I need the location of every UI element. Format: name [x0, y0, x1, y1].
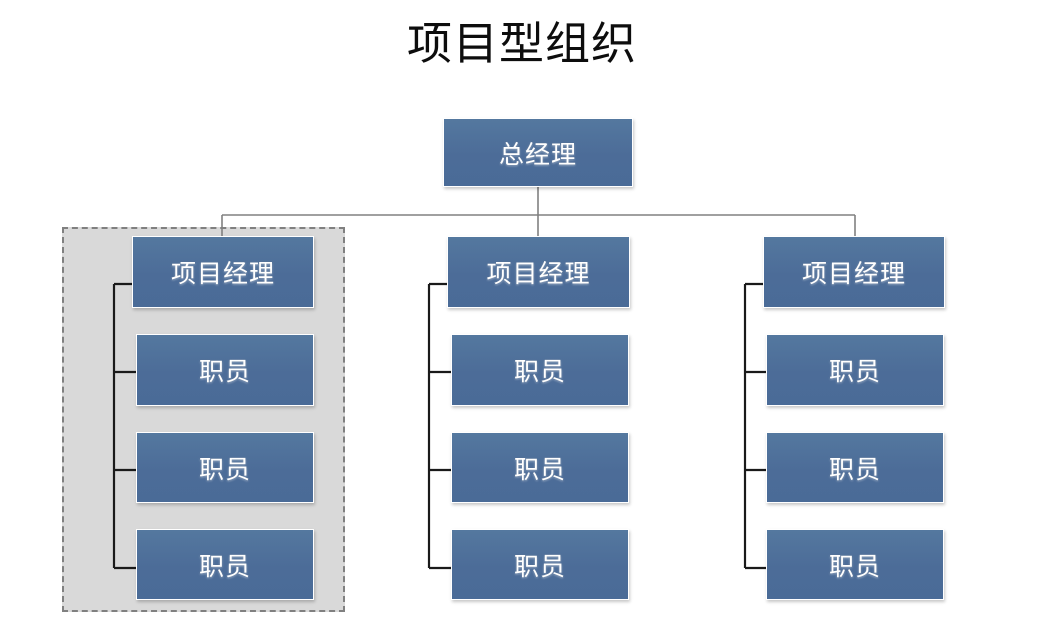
node-project-manager-2[interactable]: 项目经理 [447, 236, 630, 308]
node-staff-1-2[interactable]: 职员 [136, 432, 314, 503]
node-staff-2-2[interactable]: 职员 [451, 432, 629, 503]
node-project-manager-3[interactable]: 项目经理 [763, 236, 945, 308]
node-project-manager-1[interactable]: 项目经理 [132, 236, 314, 308]
node-general-manager[interactable]: 总经理 [443, 118, 633, 187]
page-title: 项目型组织 [406, 18, 637, 69]
node-staff-1-3[interactable]: 职员 [136, 529, 314, 600]
node-staff-3-1[interactable]: 职员 [766, 334, 944, 406]
node-staff-3-3[interactable]: 职员 [766, 529, 944, 600]
node-staff-2-3[interactable]: 职员 [451, 529, 629, 600]
node-staff-1-1[interactable]: 职员 [136, 334, 314, 406]
node-staff-2-1[interactable]: 职员 [451, 334, 629, 406]
node-staff-3-2[interactable]: 职员 [766, 432, 944, 503]
